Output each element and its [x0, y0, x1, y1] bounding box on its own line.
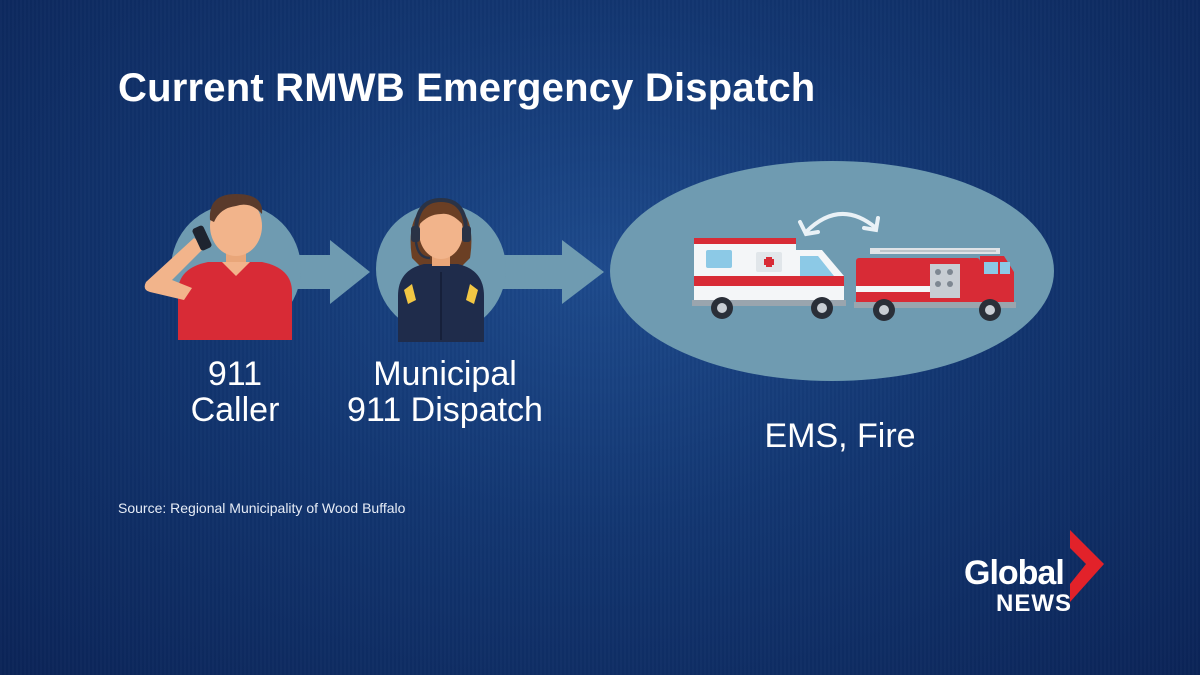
- caller-label-line1: 911: [207, 355, 263, 393]
- responders-label: EMS, Fire: [764, 417, 916, 455]
- caller-label: 911 Caller: [150, 356, 320, 428]
- swap-arrow-icon: [798, 212, 880, 237]
- logo-chevron-icon: [1070, 530, 1104, 602]
- dispatcher-person-icon: [398, 197, 484, 342]
- dispatch-label-line1: Municipal: [373, 355, 517, 393]
- flow-arrow-caller-to-dispatch: [290, 240, 370, 304]
- dispatch-label-line2: 911 Dispatch: [347, 391, 543, 429]
- logo-word-global: Global: [964, 554, 1065, 592]
- fire-truck-icon: [854, 248, 1016, 321]
- caller-label-line2: Caller: [190, 391, 280, 429]
- page-title: Current RMWB Emergency Dispatch: [118, 66, 816, 110]
- ambulance-icon: [692, 238, 846, 319]
- global-news-logo: Global NEWS: [962, 530, 1122, 620]
- dispatch-label: Municipal 911 Dispatch: [330, 356, 560, 428]
- source-credit: Source: Regional Municipality of Wood Bu…: [118, 500, 406, 516]
- caller-person-icon: [144, 194, 292, 340]
- logo-word-news: NEWS: [996, 590, 1072, 617]
